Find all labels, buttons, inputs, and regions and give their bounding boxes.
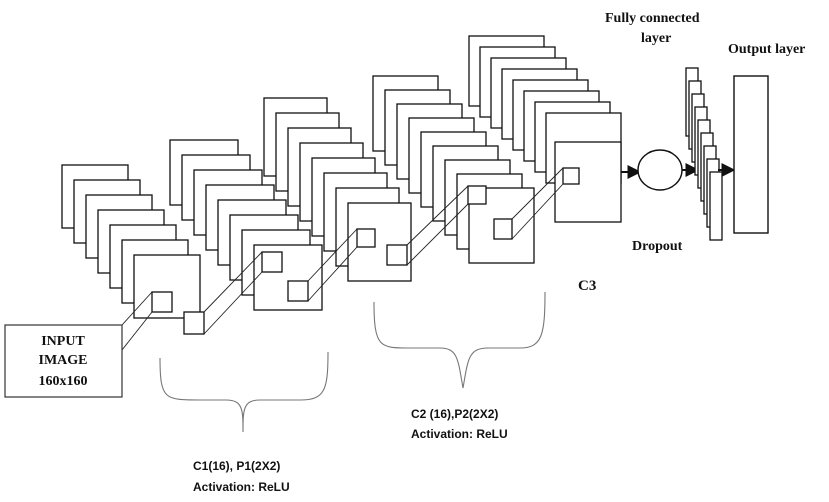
input-label-line2: IMAGE [39, 353, 88, 368]
kernel-window-5 [562, 167, 580, 185]
stage1-label-line1: C1(16), P1(2X2) [193, 459, 280, 473]
kernel-window-3b [386, 244, 408, 266]
input-label-line3: 160x160 [39, 374, 88, 389]
feature-stack-4 [372, 75, 535, 264]
input-image-box: INPUT IMAGE 160x160 [4, 324, 123, 398]
kernel-window-1b [183, 311, 205, 335]
fc-label-line2: layer [641, 31, 671, 46]
stage1-brace [159, 351, 329, 433]
stage2-brace [373, 291, 546, 389]
input-label-line1: INPUT [41, 334, 85, 349]
connection-lines [121, 167, 564, 351]
output-layer-box [733, 75, 769, 234]
kernel-window-2b [287, 280, 309, 302]
stage1-label-line2: Activation: ReLU [193, 480, 290, 494]
input-box-frame [4, 324, 123, 398]
dropout-node [637, 149, 683, 191]
connector-line [203, 251, 263, 313]
connector-line [511, 183, 564, 240]
c3-label: C3 [578, 278, 596, 294]
dropout-label: Dropout [632, 239, 683, 254]
connector-line [406, 185, 469, 246]
feature-map [133, 254, 201, 319]
connector-line [121, 311, 153, 351]
feature-stack-1 [61, 164, 201, 319]
fc-label-line1: Fully connected [605, 11, 700, 26]
connector-line [121, 291, 153, 326]
connector-line [307, 228, 358, 282]
kernel-windows [151, 167, 580, 335]
output-layer-label: Output layer [728, 42, 805, 57]
stage2-label-line1: C2 (16),P2(2X2) [411, 407, 498, 421]
connector-line [307, 246, 358, 302]
stage2-label-line2: Activation: ReLU [411, 427, 508, 441]
connector-line [511, 167, 564, 220]
kernel-window-4b [493, 218, 513, 240]
fully-connected-stack [685, 67, 723, 241]
kernel-window-1a [151, 291, 173, 313]
feature-stack-5 [468, 35, 622, 223]
feature-stack-3 [263, 97, 412, 282]
connector-line [406, 203, 469, 266]
kernel-window-2a [261, 251, 283, 273]
kernel-window-4a [467, 185, 487, 205]
fc-neuron-block [709, 171, 723, 241]
connector-line [203, 271, 263, 335]
kernel-window-3a [356, 228, 376, 248]
